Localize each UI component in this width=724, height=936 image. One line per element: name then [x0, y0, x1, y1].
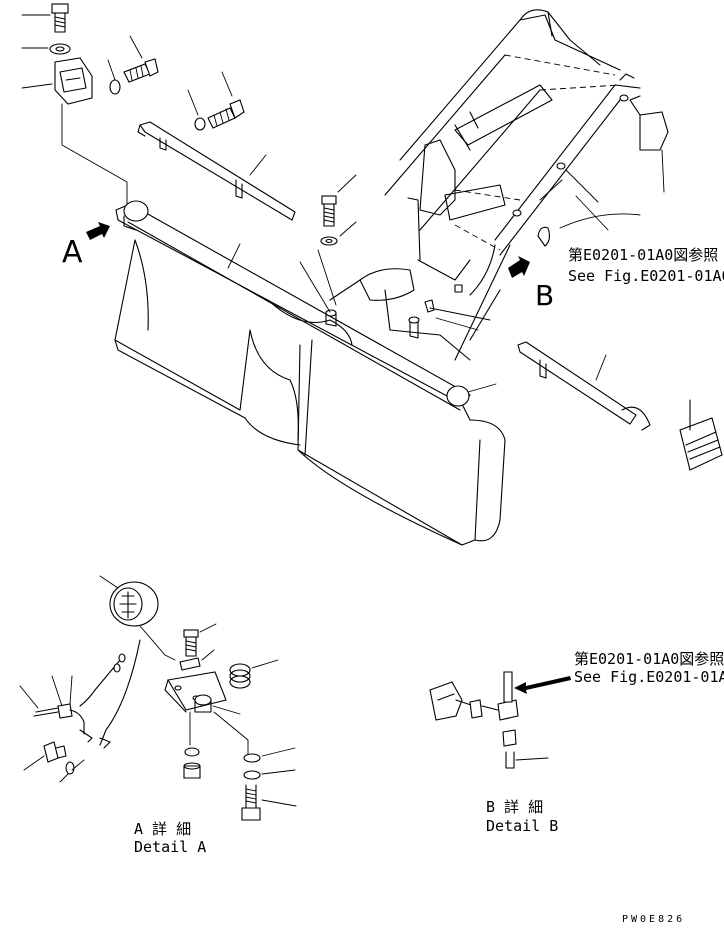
detail-b-assembly — [429, 671, 571, 769]
part-bolt-top-left — [21, 3, 69, 33]
detail-b-caption-jp: B 詳 細 — [486, 798, 543, 816]
part-center-bolt — [320, 174, 357, 246]
view-label-b: B — [535, 279, 554, 312]
drawing-code: PW0E826 — [622, 914, 685, 925]
view-label-a: A — [62, 235, 83, 270]
part-upper-rail — [137, 121, 296, 221]
detail-a-caption-jp: A 詳 細 — [134, 820, 191, 838]
reference-text-en-detail: See Fig.E0201-01A0 — [574, 668, 724, 686]
part-right-rail — [517, 341, 651, 431]
reference-text-jp-detail: 第E0201-01A0図参照 — [574, 650, 724, 668]
detail-a-caption-en: Detail A — [134, 838, 206, 856]
view-arrow-a: A — [62, 222, 110, 270]
detail-a-assembly — [19, 575, 297, 821]
reference-text-jp-upper: 第E0201-01A0図参照 — [568, 246, 718, 264]
part-bolt-horizontal — [123, 35, 159, 83]
reference-text-en-upper: See Fig.E0201-01A0 — [568, 267, 724, 285]
part-washer-small — [107, 59, 121, 95]
part-washer-top-left — [21, 43, 71, 55]
part-right-bracket — [679, 399, 723, 471]
center-fittings — [299, 249, 491, 339]
part-bolt-middle — [187, 71, 245, 131]
dozer-blade — [114, 200, 506, 546]
lift-arm-frame — [329, 9, 669, 361]
detail-b-caption-en: Detail B — [486, 817, 558, 835]
part-bracket-top-left — [21, 57, 128, 206]
view-arrow-b: B — [508, 256, 554, 312]
